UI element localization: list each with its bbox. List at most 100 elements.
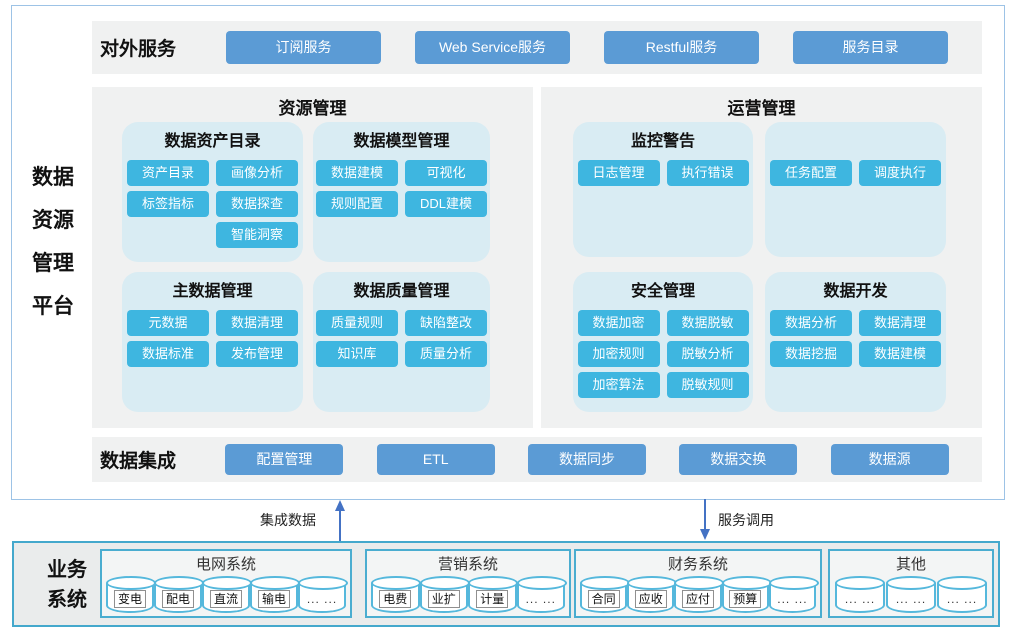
- data-sync-button[interactable]: 数据同步: [527, 444, 646, 475]
- module-chip-data-explore[interactable]: 数据探查: [216, 191, 298, 217]
- db-cylinder: 应收: [627, 576, 678, 613]
- module-chip-data-modeling2[interactable]: 数据建模: [859, 341, 941, 367]
- system-grid: 电网系统 变电 配电 直流 输电 ... ...: [100, 549, 352, 618]
- operation-mgmt-panel: 运营管理 监控警告 日志管理 执行错误 任务配置 调度执行 安全管理 数据加密 …: [541, 87, 982, 428]
- db-label: 计量: [476, 590, 509, 609]
- card-title: [765, 130, 946, 154]
- module-chip-data-mining[interactable]: 数据挖掘: [770, 341, 852, 367]
- module-chip-metadata[interactable]: 元数据: [127, 310, 209, 336]
- etl-button[interactable]: ETL: [376, 444, 495, 475]
- card-title: 监控警告: [630, 133, 695, 150]
- module-chip-defect-fix[interactable]: 缺陷整改: [405, 310, 487, 336]
- module-chip-quality-analysis[interactable]: 质量分析: [405, 341, 487, 367]
- db-cylinder: 合同: [580, 576, 631, 613]
- module-chip-mask-rule[interactable]: 脱敏规则: [666, 372, 749, 398]
- web-service-button[interactable]: Web Service服务: [415, 31, 570, 64]
- service-catalog-button[interactable]: 服务目录: [793, 31, 948, 64]
- db-cylinder: 直流: [202, 576, 252, 613]
- db-cylinder: ... ...: [298, 576, 348, 613]
- module-chip-mask-analysis[interactable]: 脱敏分析: [666, 341, 749, 367]
- db-label: 输电: [257, 590, 291, 609]
- module-chip-ddl-modeling[interactable]: DDL建模: [405, 191, 487, 217]
- module-chip-encrypt-algo[interactable]: 加密算法: [577, 372, 660, 398]
- data-source-button[interactable]: 数据源: [830, 444, 949, 475]
- module-chip-visualization[interactable]: 可视化: [405, 160, 487, 186]
- business-systems-label: 业务 系统: [47, 559, 87, 611]
- db-cylinder: 输电: [250, 576, 300, 613]
- module-chip-tag-index[interactable]: 标签指标: [127, 191, 209, 217]
- card-data-model-mgmt: 数据模型管理 数据建模 可视化 规则配置 DDL建模: [313, 122, 490, 262]
- system-title: 电网系统: [195, 556, 256, 573]
- db-cylinder: ... ...: [835, 576, 885, 613]
- module-chip-data-standard[interactable]: 数据标准: [127, 341, 209, 367]
- module-chip-encrypt-rule[interactable]: 加密规则: [577, 341, 660, 367]
- platform-container: [11, 5, 1005, 500]
- db-label: ... ...: [946, 592, 978, 607]
- data-integration-band: 数据集成 配置管理 ETL 数据同步 数据交换 数据源: [92, 437, 982, 482]
- card-security-mgmt: 安全管理 数据加密 数据脱敏 加密规则 脱敏分析 加密算法 脱敏规则: [573, 272, 753, 412]
- db-label: 合同: [587, 590, 620, 609]
- subscribe-service-button[interactable]: 订阅服务: [226, 31, 381, 64]
- db-cylinder: 应付: [674, 576, 725, 613]
- db-cylinder: ... ...: [768, 576, 820, 613]
- module-chip-schedule-exec[interactable]: 调度执行: [859, 160, 941, 186]
- db-cylinder: 业扩: [419, 576, 469, 613]
- db-cylinder: ... ...: [937, 576, 987, 613]
- card-data-asset-catalog: 数据资产目录 资产目录 画像分析 标签指标 数据探查 智能洞察: [122, 122, 303, 262]
- external-services-buttons: 订阅服务 Web Service服务 Restful服务 服务目录: [192, 31, 982, 64]
- module-chip-data-cleaning2[interactable]: 数据清理: [859, 310, 941, 336]
- card-title: 数据模型管理: [353, 133, 450, 150]
- module-chip-data-cleaning[interactable]: 数据清理: [216, 310, 298, 336]
- db-cylinder: 计量: [468, 576, 518, 613]
- db-label: 配电: [161, 590, 195, 609]
- data-exchange-button[interactable]: 数据交换: [679, 444, 798, 475]
- db-label: 预算: [729, 590, 762, 609]
- db-label: ... ...: [777, 592, 808, 607]
- db-cylinder: 电费: [371, 576, 421, 613]
- db-cylinder: ... ...: [886, 576, 936, 613]
- integrate-data-label: 集成数据: [260, 512, 316, 528]
- flow-arrows: [335, 499, 710, 541]
- module-chip-knowledge-base[interactable]: 知识库: [316, 341, 398, 367]
- card-title: 数据质量管理: [353, 283, 450, 300]
- system-marketing: 营销系统 电费 业扩 计量 ... ...: [365, 549, 571, 618]
- module-chip-rule-config[interactable]: 规则配置: [316, 191, 398, 217]
- module-chip-profile-analysis[interactable]: 画像分析: [216, 160, 298, 186]
- service-call-down-arrow: [700, 499, 710, 540]
- system-finance: 财务系统 合同 应收 应付 预算 ... ...: [574, 549, 822, 618]
- card-master-data-mgmt: 主数据管理 元数据 数据清理 数据标准 发布管理: [122, 272, 303, 412]
- db-label: 应付: [681, 590, 715, 609]
- card-monitor-alert: 监控警告 日志管理 执行错误: [573, 122, 753, 257]
- module-chip-smart-insight[interactable]: 智能洞察: [216, 222, 298, 248]
- db-label: 业扩: [427, 590, 460, 609]
- db-label: 直流: [209, 590, 243, 609]
- db-label: ... ...: [306, 592, 338, 607]
- resource-mgmt-title: 资源管理: [278, 99, 347, 118]
- card-title: 数据开发: [823, 283, 888, 300]
- card-data-dev: 数据开发 数据分析 数据清理 数据挖掘 数据建模: [765, 272, 946, 412]
- module-chip-task-config[interactable]: 任务配置: [770, 160, 852, 186]
- module-chip-exec-error[interactable]: 执行错误: [666, 160, 749, 186]
- module-chip-quality-rule[interactable]: 质量规则: [316, 310, 398, 336]
- integrate-data-up-arrow: [335, 500, 345, 541]
- system-title: 其他: [895, 556, 926, 573]
- db-label: ... ...: [844, 592, 876, 607]
- card-title: 主数据管理: [172, 283, 253, 300]
- system-title: 财务系统: [667, 556, 728, 573]
- module-chip-data-mask[interactable]: 数据脱敏: [666, 310, 749, 336]
- module-chip-asset-catalog[interactable]: 资产目录: [127, 160, 209, 186]
- business-systems-box: 业务 系统 电网系统 变电 配电 直流 输电 ... ... 营销系统 电费 业…: [12, 541, 1000, 627]
- module-chip-data-modeling[interactable]: 数据建模: [316, 160, 398, 186]
- db-label: 变电: [113, 590, 147, 609]
- module-chip-data-analysis[interactable]: 数据分析: [770, 310, 852, 336]
- restful-service-button[interactable]: Restful服务: [604, 31, 759, 64]
- platform-title: 数据 资源 管理 平台: [32, 166, 74, 318]
- data-integration-label: 数据集成: [100, 451, 177, 472]
- config-mgmt-button[interactable]: 配置管理: [225, 444, 344, 475]
- module-chip-data-encrypt[interactable]: 数据加密: [577, 310, 660, 336]
- module-chip-publish-mgmt[interactable]: 发布管理: [216, 341, 298, 367]
- operation-mgmt-title: 运营管理: [727, 99, 796, 118]
- card-task-schedule: 任务配置 调度执行: [765, 122, 946, 257]
- module-chip-log-mgmt[interactable]: 日志管理: [577, 160, 660, 186]
